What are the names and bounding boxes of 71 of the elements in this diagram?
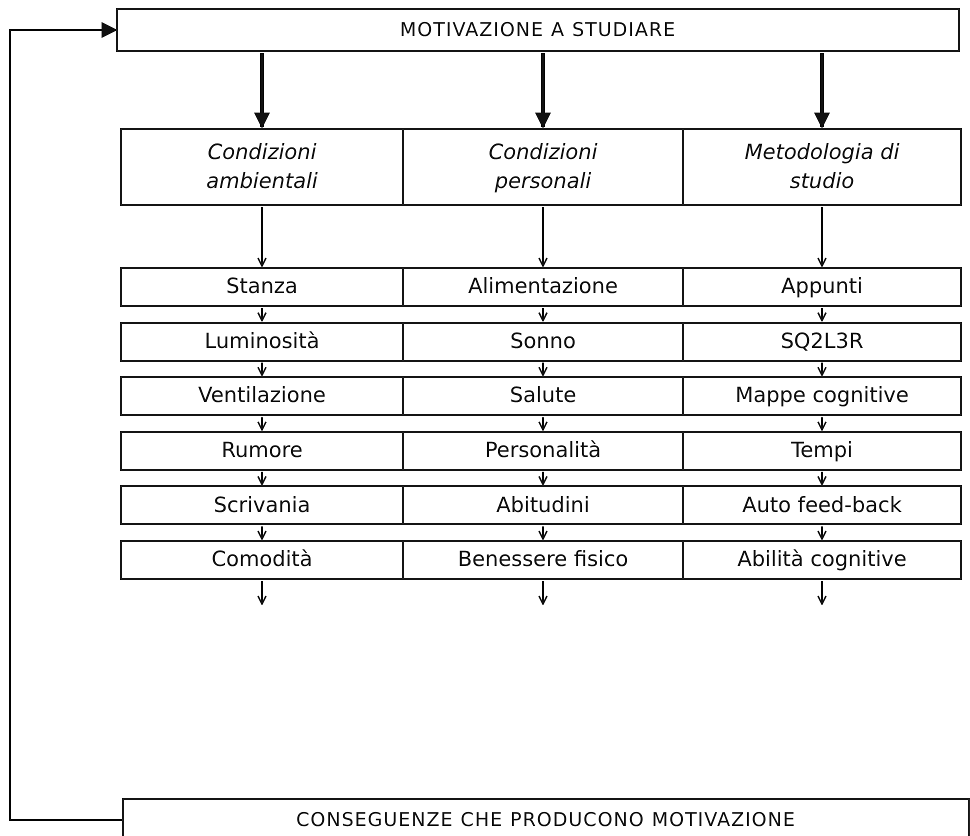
label-text: Metodologia di studio [744, 138, 900, 195]
item-box [402, 540, 684, 580]
arrow [538, 526, 548, 540]
label-text: Benessere fisico [458, 546, 628, 574]
item-box [682, 376, 962, 416]
arrow [814, 53, 830, 129]
heading-text: CONSEGUENZE CHE PRODUCONO MOTIVAZIONE [296, 808, 796, 833]
label-text: Scrivania [214, 492, 310, 519]
arrow [538, 581, 548, 605]
item-box [120, 322, 404, 362]
label-text: Salute [510, 382, 576, 410]
label-text: Alimentazione [468, 273, 618, 300]
label-text: Rumore [221, 437, 303, 464]
item-box [682, 430, 962, 471]
label-text: Comodità [211, 546, 313, 574]
title-band [122, 798, 970, 836]
arrow [9, 22, 122, 821]
item-box [120, 267, 404, 307]
label-text: Mappe cognitive [735, 382, 909, 410]
category-box [120, 128, 404, 206]
label-text: SQ2L3R [780, 328, 864, 355]
arrow [257, 581, 267, 605]
arrow [817, 362, 827, 376]
item-box [682, 540, 962, 580]
arrow [257, 472, 267, 486]
arrow [817, 526, 827, 540]
arrow [257, 417, 267, 431]
label-text: Tempi [791, 437, 853, 464]
arrow [817, 472, 827, 486]
arrow [538, 417, 548, 431]
item-box [402, 430, 684, 471]
label-text: Sonno [510, 328, 576, 355]
arrow [254, 53, 270, 129]
arrow [538, 362, 548, 376]
arrow [817, 581, 827, 605]
label-text: Condizioni ambientali [205, 138, 319, 195]
label-text: Luminosità [204, 328, 320, 355]
arrow [535, 53, 551, 129]
item-box [402, 322, 684, 362]
label-text: Personalità [484, 437, 602, 464]
arrow [257, 362, 267, 376]
title-band [116, 8, 960, 52]
item-box [402, 376, 684, 416]
arrow [257, 526, 267, 540]
label-text: Abilità cognitive [737, 546, 907, 574]
item-box [402, 485, 684, 526]
label-text: Auto feed-back [742, 492, 902, 519]
label-text: Appunti [781, 273, 863, 300]
arrow [538, 472, 548, 486]
arrow [257, 308, 267, 322]
label-text: Stanza [226, 273, 298, 300]
label-text: Abitudini [496, 492, 590, 519]
item-box [120, 485, 404, 526]
category-box [402, 128, 684, 206]
arrow [257, 207, 267, 267]
item-box [402, 267, 684, 307]
item-box [682, 485, 962, 526]
item-box [682, 322, 962, 362]
label-text: Condizioni personali [488, 138, 598, 195]
item-box [120, 376, 404, 416]
item-box [120, 540, 404, 580]
arrow [817, 207, 827, 267]
arrow [538, 308, 548, 322]
item-box [682, 267, 962, 307]
heading-text: MOTIVAZIONE A STUDIARE [400, 18, 676, 43]
label-text: Ventilazione [198, 382, 326, 410]
arrow [817, 308, 827, 322]
arrow [538, 207, 548, 267]
arrow [817, 417, 827, 431]
item-box [120, 430, 404, 471]
category-box [682, 128, 962, 206]
